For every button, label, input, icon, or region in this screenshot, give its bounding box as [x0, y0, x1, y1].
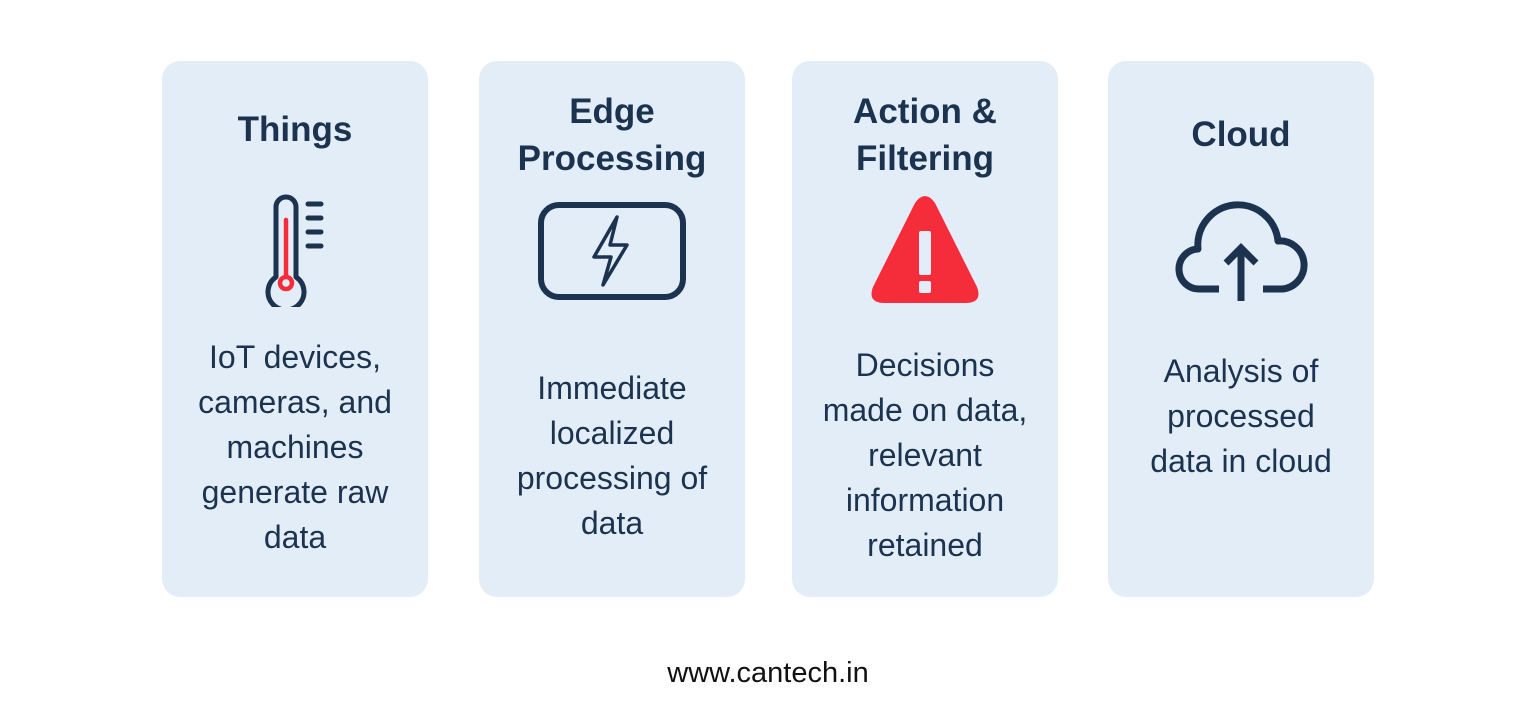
battery-bolt-icon [479, 201, 745, 301]
card-edge-processing: Edge Processing Immediate localized proc… [479, 61, 745, 597]
card-description: IoT devices, cameras, and machines gener… [198, 339, 392, 555]
footer-url: www.cantech.in [667, 657, 869, 689]
cloud-upload-icon [1108, 197, 1374, 303]
card-description: Immediate localized processing of data [516, 370, 708, 541]
card-cloud: Cloud Analysis of processed data in clou… [1108, 61, 1374, 597]
thermometer-icon [162, 187, 428, 307]
card-title: Cloud [1191, 115, 1291, 154]
card-description: Decisions made on data, relevant informa… [822, 347, 1028, 563]
card-things: Things IoT devices, cameras, and machine… [162, 61, 428, 597]
card-title: Edge Processing [517, 92, 707, 178]
card-action-filtering: Action & Filtering Decisions made on dat… [792, 61, 1058, 597]
warning-triangle-icon [792, 195, 1058, 305]
card-title: Things [237, 110, 353, 149]
card-description: Analysis of processed data in cloud [1150, 353, 1332, 479]
card-title: Action & Filtering [853, 92, 997, 178]
